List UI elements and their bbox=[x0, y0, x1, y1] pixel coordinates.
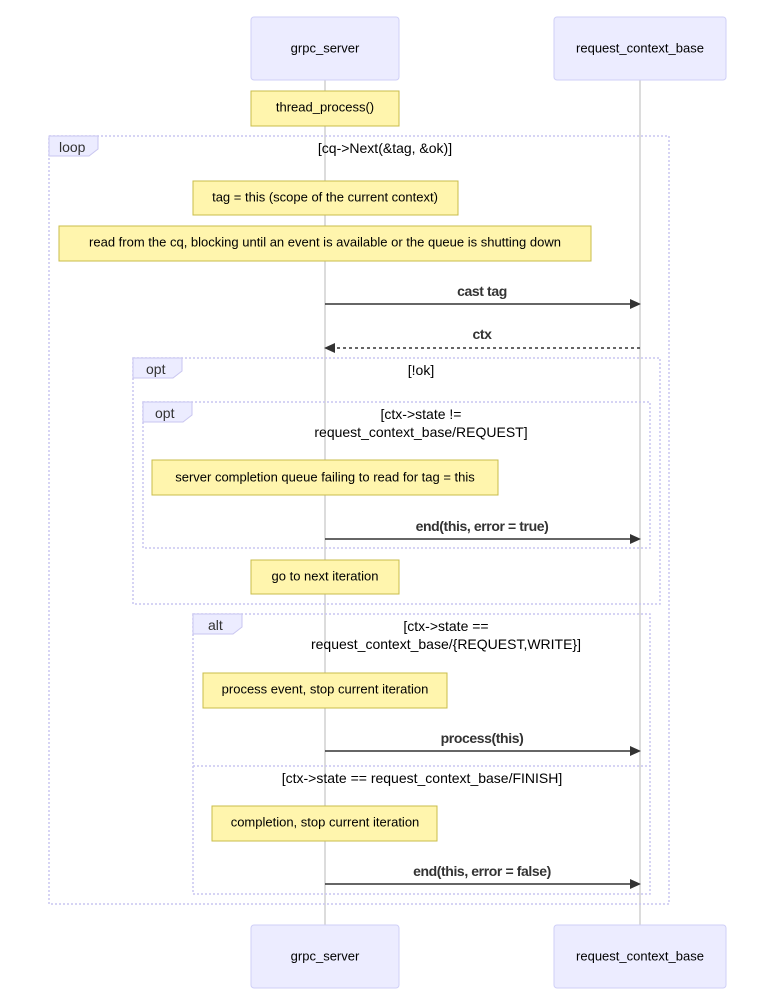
alt-else-condition: [ctx->state == request_context_base/FINI… bbox=[282, 770, 563, 786]
message-process: process(this) bbox=[325, 730, 641, 756]
loop-frame: loop [cq->Next(&tag, &ok)] bbox=[48, 135, 670, 905]
arrow-left-icon bbox=[324, 343, 335, 353]
note-thread-process: thread_process() bbox=[250, 90, 400, 127]
actor-request-context-base-bottom: request_context_base bbox=[553, 924, 727, 989]
opt-outer-condition: [!ok] bbox=[408, 362, 434, 378]
note-text: read from the cq, blocking until an even… bbox=[89, 234, 561, 249]
opt-inner-frame: opt [ctx->state != request_context_base/… bbox=[142, 401, 651, 549]
alt-frame: alt [ctx->state == request_context_base/… bbox=[192, 613, 651, 895]
message-label: process(this) bbox=[441, 730, 524, 746]
arrow-right-icon bbox=[630, 879, 641, 889]
actor-request-context-base-top: request_context_base bbox=[553, 16, 727, 81]
opt-outer-frame: opt [!ok] bbox=[132, 357, 661, 605]
opt-inner-condition-line2: request_context_base/REQUEST] bbox=[314, 424, 527, 440]
message-label: ctx bbox=[472, 326, 492, 342]
message-end-error-true: end(this, error = true) bbox=[325, 518, 641, 544]
note-read-cq: read from the cq, blocking until an even… bbox=[58, 225, 592, 262]
opt-inner-condition-line1: [ctx->state != bbox=[381, 406, 462, 422]
alt-condition-line1: [ctx->state == bbox=[403, 618, 488, 634]
note-text: server completion queue failing to read … bbox=[175, 469, 475, 484]
arrow-right-icon bbox=[630, 299, 641, 309]
loop-condition: [cq->Next(&tag, &ok)] bbox=[318, 140, 452, 156]
note-text: thread_process() bbox=[276, 99, 374, 114]
note-tag-scope: tag = this (scope of the current context… bbox=[192, 180, 459, 216]
actor-grpc-server-top: grpc_server bbox=[250, 16, 400, 81]
note-text: go to next iteration bbox=[272, 568, 379, 583]
arrow-right-icon bbox=[630, 534, 641, 544]
actor-label: request_context_base bbox=[576, 40, 704, 55]
actor-grpc-server-bottom: grpc_server bbox=[250, 924, 400, 989]
frame-label-opt: opt bbox=[146, 361, 166, 377]
alt-condition-line2: request_context_base/{REQUEST,WRITE}] bbox=[311, 636, 581, 652]
note-process-event: process event, stop current iteration bbox=[202, 672, 448, 709]
note-text: completion, stop current iteration bbox=[231, 814, 420, 829]
message-label: end(this, error = false) bbox=[413, 863, 551, 879]
frame-label-opt: opt bbox=[155, 405, 175, 421]
message-cast-tag: cast tag bbox=[325, 283, 641, 309]
note-text: process event, stop current iteration bbox=[222, 681, 429, 696]
note-completion: completion, stop current iteration bbox=[211, 805, 438, 842]
note-text: tag = this (scope of the current context… bbox=[212, 189, 438, 204]
actor-label: grpc_server bbox=[291, 948, 360, 963]
actor-label: request_context_base bbox=[576, 948, 704, 963]
message-label: end(this, error = true) bbox=[416, 518, 549, 534]
frame-label-loop: loop bbox=[59, 139, 86, 155]
note-fail-read: server completion queue failing to read … bbox=[151, 459, 499, 496]
frame-label-alt: alt bbox=[208, 617, 223, 633]
message-label: cast tag bbox=[457, 283, 507, 299]
message-ctx: ctx bbox=[324, 326, 640, 353]
note-next-iteration: go to next iteration bbox=[250, 559, 400, 595]
arrow-right-icon bbox=[630, 746, 641, 756]
message-end-error-false: end(this, error = false) bbox=[325, 863, 641, 889]
actor-label: grpc_server bbox=[291, 40, 360, 55]
